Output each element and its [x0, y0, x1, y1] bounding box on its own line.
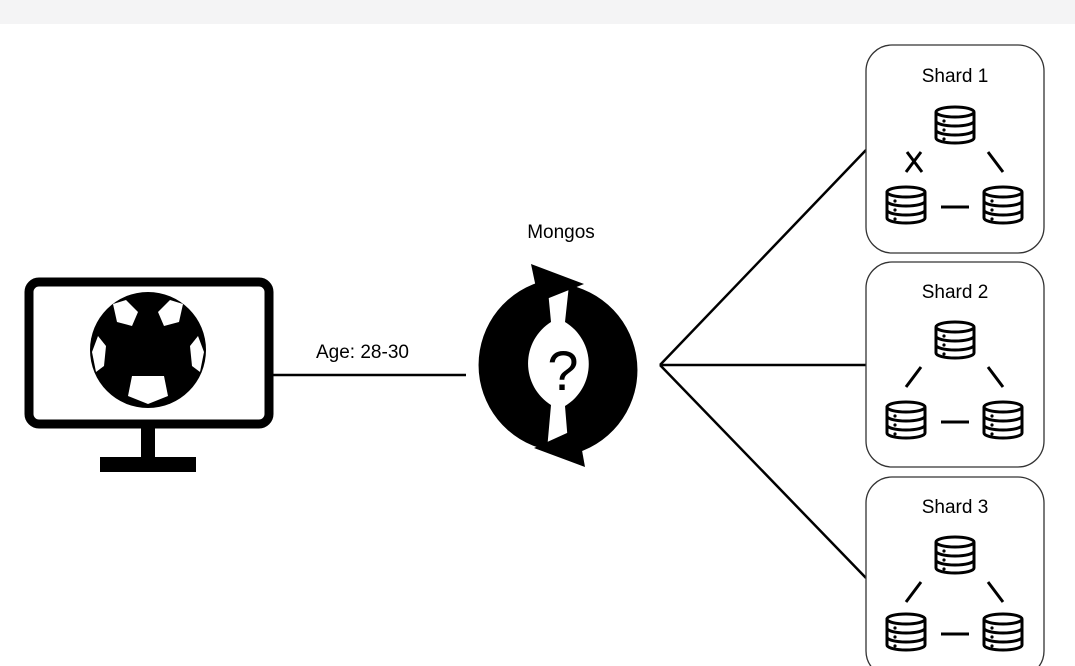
database-icon [934, 535, 976, 575]
database-icon [934, 320, 976, 360]
shard-2: Shard 2 [865, 261, 1045, 468]
shard-label: Shard 3 [922, 497, 989, 518]
database-icon [982, 185, 1024, 225]
shard-label: Shard 1 [922, 66, 989, 87]
database-icon [982, 612, 1024, 652]
router-question-mark: ? [547, 339, 578, 402]
database-icon [885, 185, 927, 225]
router-shard-3-link [659, 364, 867, 579]
router-shard-1-link [659, 149, 867, 366]
router-label: Mongos [527, 222, 595, 243]
database-icon [885, 612, 927, 652]
database-icon [885, 400, 927, 440]
shard-3: Shard 3 [865, 476, 1045, 666]
shard-label: Shard 2 [922, 282, 989, 303]
shard-1: Shard 1 [865, 44, 1045, 254]
monitor-soccer-ball-icon [24, 277, 274, 472]
database-icon [934, 105, 976, 145]
refresh-cycle-icon [478, 264, 638, 467]
top-bar [0, 0, 1075, 24]
query-label: Age: 28-30 [316, 342, 409, 363]
database-icon [982, 400, 1024, 440]
